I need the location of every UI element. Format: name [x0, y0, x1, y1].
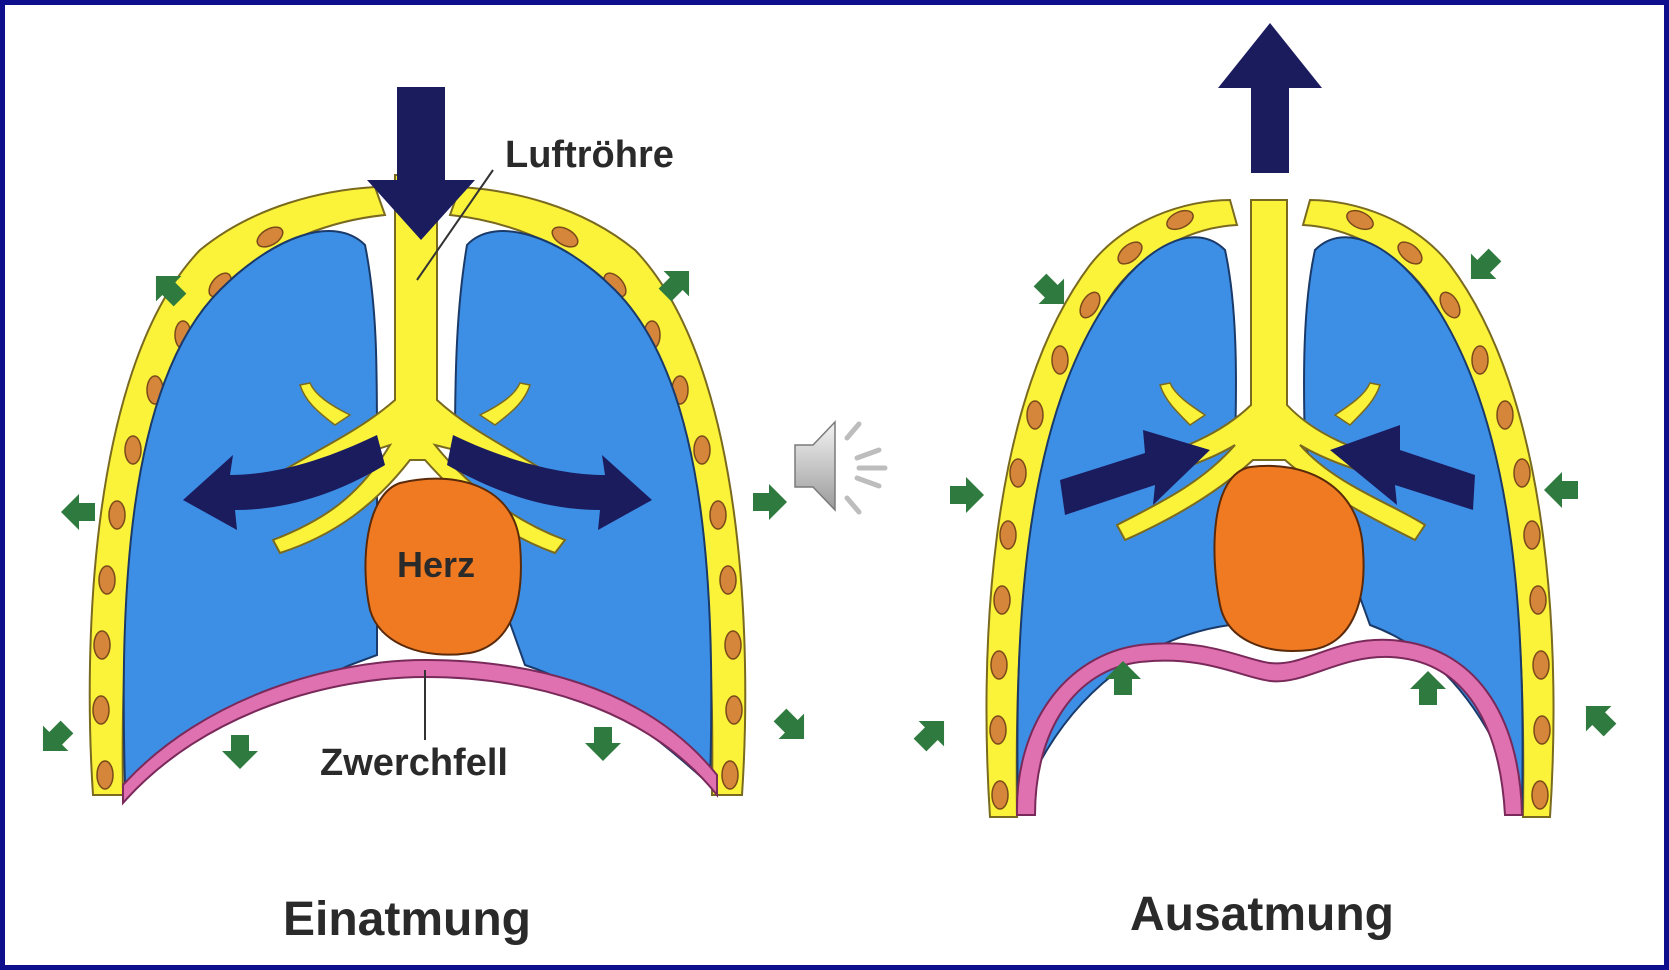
- movement-arrow: [1573, 693, 1622, 742]
- movement-arrow: [767, 702, 816, 751]
- label-exhalation: Ausatmung: [1130, 888, 1394, 941]
- movement-arrow: [222, 735, 258, 769]
- label-inhalation: Einatmung: [283, 893, 531, 946]
- movement-arrow: [950, 477, 984, 513]
- movement-arrow: [585, 727, 621, 761]
- movement-arrow: [1544, 472, 1578, 508]
- label-heart: Herz: [397, 544, 475, 585]
- label-diaphragm: Zwerchfell: [320, 742, 508, 784]
- movement-arrow: [30, 714, 79, 763]
- heart-exhale: [1214, 466, 1363, 651]
- breathing-diagram: Luftröhre Herz Zwerchfell Einatmung: [5, 5, 1664, 965]
- movement-arrow: [1410, 671, 1446, 705]
- air-out-arrow: [1218, 23, 1322, 173]
- air-in-arrow: [367, 87, 475, 240]
- movement-arrow: [753, 484, 787, 520]
- movement-arrow: [61, 494, 95, 530]
- inhalation-diagram: Luftröhre Herz Zwerchfell Einatmung: [30, 87, 817, 946]
- diagram-frame: Luftröhre Herz Zwerchfell Einatmung: [5, 5, 1664, 965]
- exhalation-diagram: Ausatmung: [907, 23, 1622, 941]
- speaker-volume-icon[interactable]: [795, 422, 885, 512]
- movement-arrow: [1458, 242, 1507, 291]
- diaphragm-exhale: [1017, 640, 1522, 815]
- label-trachea: Luftröhre: [505, 134, 674, 176]
- movement-arrow: [907, 708, 956, 757]
